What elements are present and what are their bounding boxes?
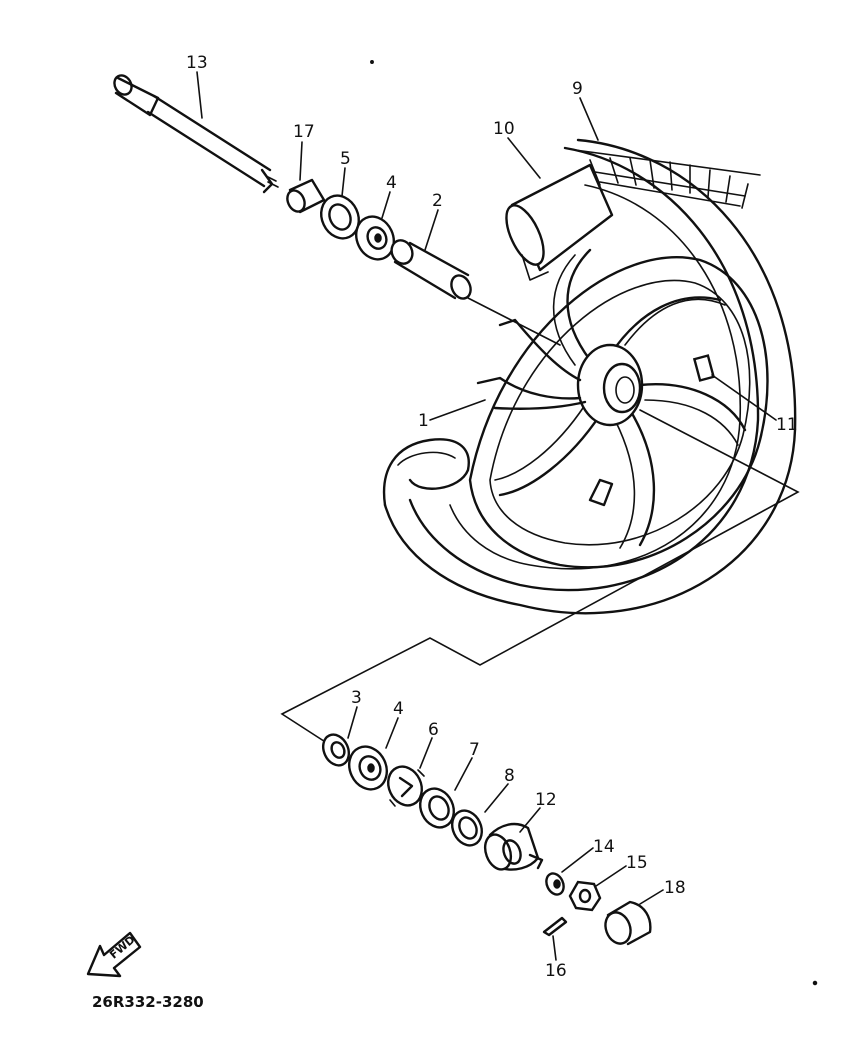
callout-11: 11 xyxy=(776,415,798,435)
callout-18: 18 xyxy=(664,878,686,898)
balance-weight xyxy=(692,354,716,382)
oil-seal-gear xyxy=(419,787,455,829)
axle-washer xyxy=(545,872,565,896)
callout-9: 9 xyxy=(572,79,583,99)
callout-4-lower: 4 xyxy=(393,699,404,719)
callout-16: 16 xyxy=(545,961,567,981)
meter-clutch xyxy=(387,765,425,807)
callout-8: 8 xyxy=(504,766,515,786)
callout-4-upper: 4 xyxy=(386,173,397,193)
bearing-upper xyxy=(355,215,395,261)
collar xyxy=(286,178,326,214)
callout-3: 3 xyxy=(351,688,362,708)
axle-cap xyxy=(604,900,652,946)
thrust-washer xyxy=(451,809,483,847)
callout-12: 12 xyxy=(535,790,557,810)
oil-seal xyxy=(320,194,360,240)
leader-lines xyxy=(196,71,777,961)
speedometer-gear-unit xyxy=(483,822,544,871)
callout-1: 1 xyxy=(418,411,429,431)
front-axle xyxy=(113,74,279,194)
callout-14: 14 xyxy=(593,837,615,857)
callout-15: 15 xyxy=(626,853,648,873)
inner-tube xyxy=(505,163,614,281)
callout-10: 10 xyxy=(493,119,515,139)
spacer xyxy=(390,239,472,300)
bearing-lower xyxy=(348,745,388,791)
diagram-part-code: 26R332-3280 xyxy=(92,993,204,1011)
tire xyxy=(382,138,797,615)
axle-nut xyxy=(568,880,602,912)
callout-2: 2 xyxy=(432,191,443,211)
wheel-rim xyxy=(468,248,769,569)
callout-17: 17 xyxy=(293,122,315,142)
cotter-pin xyxy=(542,916,568,937)
callout-7: 7 xyxy=(469,740,480,760)
forward-arrow-icon: FWD xyxy=(86,931,142,978)
callout-13: 13 xyxy=(186,53,208,73)
callout-5: 5 xyxy=(340,149,351,169)
callout-6: 6 xyxy=(428,720,439,740)
oil-seal-lower xyxy=(321,733,351,767)
